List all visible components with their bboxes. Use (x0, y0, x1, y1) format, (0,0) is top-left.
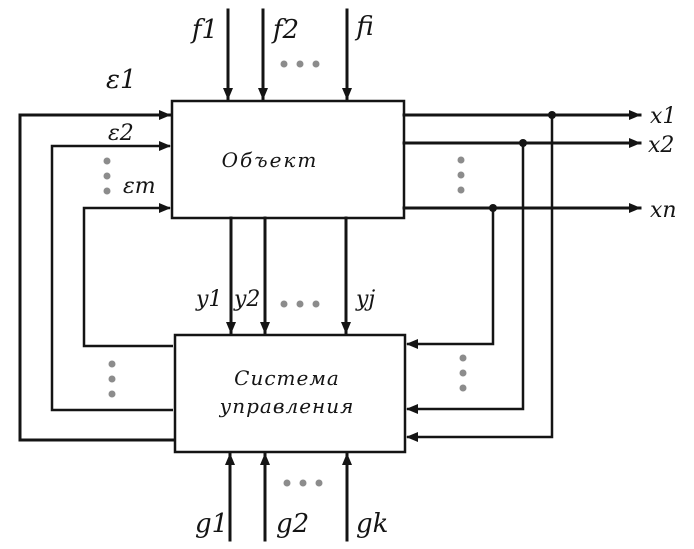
label-xn: xn (650, 198, 677, 223)
label-g2: g2 (276, 509, 309, 539)
control-line-e1 (18, 110, 175, 442)
label-g1: g1 (195, 509, 228, 539)
ellipsis-f (280, 60, 320, 68)
object-label: Объект (222, 148, 319, 172)
ellipsis-g (283, 479, 323, 487)
ellipsis-feedback-right (459, 354, 467, 392)
label-y1: y1 (195, 287, 222, 312)
label-f1: f1 (190, 15, 218, 45)
object-block (170, 99, 406, 220)
control-line-em (82, 203, 173, 348)
label-x2: x2 (648, 133, 674, 158)
ellipsis-y (280, 300, 320, 308)
feedback-xn (406, 208, 495, 349)
label-yj: yj (355, 287, 375, 312)
label-fi: fi (354, 12, 373, 42)
label-e2: ε2 (108, 121, 134, 146)
label-em: εm (123, 174, 156, 199)
label-x1: x1 (650, 104, 676, 129)
label-gk: gk (356, 509, 388, 539)
control-system-label-line1: Система (234, 366, 340, 390)
feedback-x2 (406, 143, 525, 414)
label-y2: y2 (233, 287, 260, 312)
ellipsis-e-top (103, 157, 111, 195)
control-system-label-line2: управления (219, 394, 355, 418)
ellipsis-x (457, 156, 465, 194)
label-f2: f2 (271, 15, 299, 45)
ellipsis-e-bottom (108, 360, 116, 398)
control-system-block (173, 333, 407, 454)
feedback-x1 (406, 115, 554, 442)
label-e1: ε1 (106, 65, 137, 95)
control-line-e2 (50, 141, 173, 412)
